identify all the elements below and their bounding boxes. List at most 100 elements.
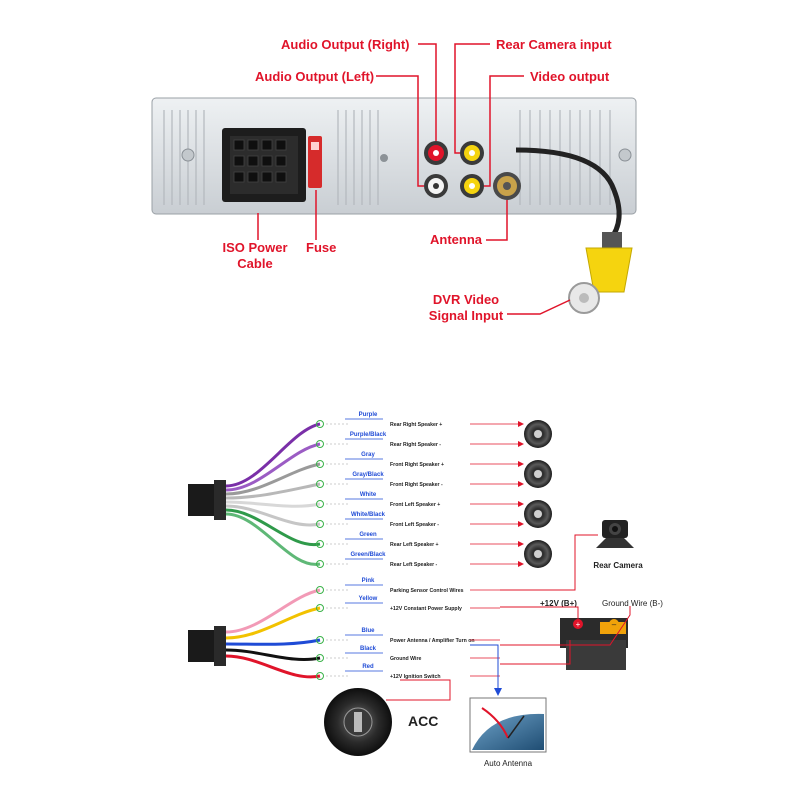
speaker-wire-function-label: Front Left Speaker + [390,502,440,508]
rear-camera-icon [596,520,634,548]
arrow-icon [518,461,524,467]
power-wire-function-label: +12V Ignition Switch [390,674,441,680]
power-wire-function-label: Parking Sensor Control Wires [390,588,464,594]
wire-tip-icon [316,480,324,488]
arrow-icon [518,501,524,507]
speaker-wire-5 [225,504,321,527]
arrow-icon [518,421,524,427]
antenna-leader-line [470,644,499,690]
speaker-wire-color-label: Purple [359,412,378,418]
power-wire-color-label: Blue [361,628,375,634]
speaker-wire-1 [225,442,321,492]
power-wire-2 [225,638,321,646]
wire-tip-icon [316,500,324,508]
antenna-jack-icon [493,172,521,200]
speaker-icon [524,540,552,568]
arrow-icon [518,521,524,527]
iso-power-label: ISO Power [222,240,287,255]
speaker-wire-0 [225,422,321,488]
power-wire-color-label: Red [362,664,374,670]
power-wires [225,586,350,680]
speaker-wire-function-label: Rear Right Speaker + [390,422,442,428]
speaker-wire-color-label: Gray/Black [352,472,384,478]
power-wire-function-label: Power Antenna / Amplifier Turn on [390,638,475,644]
wire-tip-icon [316,672,324,680]
wire-tip-icon [316,520,324,528]
speaker-wire-color-label: Green [359,532,377,538]
auto-antenna-label: Auto Antenna [484,759,533,768]
wire-tip-icon [316,420,324,428]
speaker-wire-function-label: Front Right Speaker + [390,462,444,468]
fuse-label: Fuse [306,240,336,255]
iso-power-cable-label: Cable [237,256,272,271]
screw-icon [380,154,388,162]
rca-audio-left-jack-icon [424,174,448,198]
speaker-icon [524,420,552,448]
auto-antenna-icon [469,697,547,753]
speaker-wire-2 [225,462,321,496]
dvr-video-cable-icon [515,147,633,314]
wire-tip-icon [316,460,324,468]
dvr-signal-input-label: Signal Input [429,308,504,323]
svg-text:–: – [612,620,617,629]
speaker-wire-function-label: Rear Left Speaker + [390,542,439,548]
speaker-wire-6 [225,508,321,547]
iso-connector-icon [222,128,306,202]
video-output-label: Video output [530,69,610,84]
power-wire-3 [225,648,321,661]
rca-video-output-jack-icon [460,174,484,198]
battery-icon: + – [560,618,628,670]
power-wire-4 [225,654,321,679]
speaker-wire-color-label: White/Black [351,512,386,518]
speaker-wire-color-label: White [360,492,377,498]
power-wire-0 [225,588,321,634]
power-wire-1 [225,606,321,640]
screw-icon [618,148,632,162]
wire-tip-icon [316,540,324,548]
battery-plus-label: +12V (B+) [540,599,577,608]
power-wire-function-label: Ground Wire [390,656,421,662]
arrow-icon [518,481,524,487]
power-wire-color-label: Black [360,646,377,652]
speaker-wires [225,420,350,568]
ignition-key-icon [324,688,392,756]
wire-tip-icon [316,604,324,612]
speaker-wire-color-label: Green/Black [350,552,386,558]
ground-wire-label: Ground Wire (B-) [602,599,663,608]
power-connector-icon [188,626,226,666]
power-wire-function-label: +12V Constant Power Supply [390,606,462,612]
antenna-label: Antenna [430,232,483,247]
power-wire-color-label: Yellow [359,596,378,602]
arrow-icon [518,441,524,447]
screw-icon [181,148,195,162]
speaker-wire-function-label: Front Right Speaker - [390,482,443,488]
audio-output-right-label: Audio Output (Right) [281,37,410,52]
device-leader-lines [386,534,631,701]
arrow-icon [518,561,524,567]
callout-lines [257,43,571,315]
speaker-wire-3 [225,482,321,500]
arrow-icon [494,688,502,696]
speaker-wire-function-label: Front Left Speaker - [390,522,439,528]
power-wire-color-label: Pink [362,578,375,584]
wire-tip-icon [316,586,324,594]
rear-camera-input-label: Rear Camera input [496,37,612,52]
rear-camera-label: Rear Camera [593,561,643,570]
speaker-wire-function-label: Rear Right Speaker - [390,442,441,448]
svg-text:+: + [576,620,581,629]
rca-audio-right-jack-icon [424,141,448,165]
audio-output-left-label: Audio Output (Left) [255,69,374,84]
speakers [524,420,552,568]
speaker-connector-icon [188,480,226,520]
dvr-video-label: DVR Video [433,292,499,307]
speaker-wire-4 [225,500,321,508]
wire-tip-icon [316,440,324,448]
acc-label: ACC [408,713,438,729]
fuse-icon [308,136,322,188]
speaker-wire-7 [225,512,321,566]
speaker-wire-function-label: Rear Left Speaker - [390,562,438,568]
wire-tip-icon [316,636,324,644]
speaker-wire-color-label: Purple/Black [350,432,387,438]
